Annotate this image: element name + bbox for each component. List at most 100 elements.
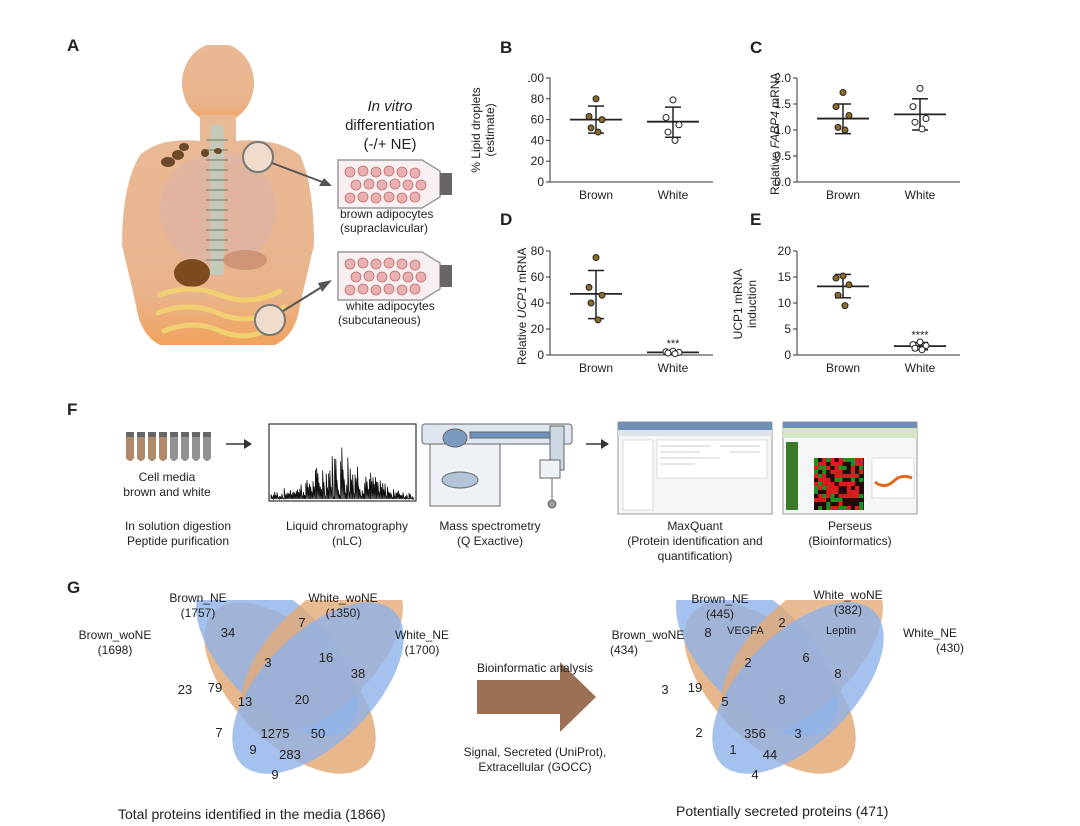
y-tick-label: 20: [531, 322, 545, 336]
heatmap-cell: [826, 478, 831, 482]
chart-c-ylabel: Relative FABP4 mRNA: [768, 73, 782, 195]
data-point: [598, 116, 606, 124]
y-tick-label: 40: [531, 296, 545, 310]
maxquant-screenshot: [617, 421, 773, 515]
data-point: [845, 111, 853, 119]
heatmap-cell: [822, 474, 827, 478]
venn-left-region-count: 9: [271, 767, 278, 782]
chart-c-ylabel-gene: FABP4: [768, 111, 782, 149]
heatmap-cell: [822, 498, 827, 502]
heatmap-cell: [834, 474, 839, 478]
venn-left-region-count: 23: [178, 682, 192, 697]
differentiation-text: differentiation: [345, 117, 435, 134]
heatmap-cell: [814, 462, 819, 466]
right-venn-caption: Potentially secreted proteins (471): [676, 803, 889, 819]
heatmap-cell: [859, 466, 864, 470]
digestion-line1: In solution digestion: [124, 519, 232, 533]
right-white-ne-name: White_NE: [902, 626, 958, 640]
data-point: [834, 123, 842, 131]
venn-right-region-count: 5: [721, 694, 728, 709]
heatmap-cell: [826, 502, 831, 506]
heatmap-cell: [842, 490, 847, 494]
left-brown-wone-label: Brown_woNE (1698): [75, 628, 155, 658]
chart-b-lipid-droplets: 020406080100BrownWhite: [528, 71, 713, 202]
heatmap-cell: [818, 498, 823, 502]
heatmap-cell: [814, 494, 819, 498]
heatmap-cell: [818, 494, 823, 498]
data-point: [832, 103, 840, 111]
heatmap-cell: [855, 466, 860, 470]
tube-cap: [170, 432, 178, 437]
data-point: [839, 272, 847, 280]
heatmap-cell: [842, 498, 847, 502]
heatmap-cell: [846, 470, 851, 474]
y-tick-label: 0.5: [775, 149, 791, 163]
y-tick-label: 0.0: [775, 175, 791, 189]
chart-d-ylabel-post: mRNA: [515, 247, 529, 287]
heatmap-cell: [830, 490, 835, 494]
heatmap-cell: [846, 458, 851, 462]
venn-left-region-count: 7: [298, 615, 305, 630]
heatmap-cell: [842, 458, 847, 462]
heatmap-cell: [822, 494, 827, 498]
heatmap-cell: [830, 478, 835, 482]
heatmap-cell: [822, 470, 827, 474]
heatmap-cell: [818, 486, 823, 490]
x-tick-label: Brown: [826, 188, 860, 202]
workflow-arrow-1: [226, 439, 252, 449]
heatmap-cell: [855, 458, 860, 462]
tube-cap: [203, 432, 211, 437]
bioinformatic-analysis-arrow: [477, 662, 596, 732]
right-brown-wone-count: (434): [610, 643, 639, 657]
chart-e-ylabel-line1: UCP1 mRNA: [731, 268, 745, 340]
y-tick-label: 0: [537, 175, 544, 189]
data-point: [585, 112, 593, 120]
heatmap-cell: [850, 462, 855, 466]
panel-label-f: F: [67, 400, 78, 419]
heatmap-cell: [855, 498, 860, 502]
chromatogram-trace: [270, 447, 415, 501]
venn-left-region-count: 34: [221, 625, 235, 640]
perseus-screenshot: [782, 421, 918, 515]
digestion-label: In solution digestion Peptide purificati…: [108, 519, 248, 549]
heatmap-cell: [830, 498, 835, 502]
ms-line1: Mass spectrometry: [439, 519, 541, 533]
heatmap-cell: [838, 478, 843, 482]
tube-cap: [181, 432, 189, 437]
data-point: [587, 124, 595, 132]
data-point: [911, 118, 919, 126]
workflow-arrow-2: [586, 439, 609, 449]
heatmap-cell: [859, 478, 864, 482]
heatmap-cell: [846, 466, 851, 470]
heatmap-cell: [822, 466, 827, 470]
right-white-wone-count: (382): [833, 603, 862, 617]
heatmap-cell: [850, 478, 855, 482]
heatmap-cell: [838, 490, 843, 494]
maxquant-line1: MaxQuant: [667, 519, 723, 533]
heatmap-cell: [855, 478, 860, 482]
heatmap-cell: [814, 474, 819, 478]
workflow-graphics: [126, 421, 918, 515]
data-point: [909, 103, 917, 111]
heatmap-cell: [814, 506, 819, 510]
data-point: [922, 342, 930, 350]
panel-label-c: C: [750, 38, 763, 57]
heatmap-cell: [826, 506, 831, 510]
ms-label: Mass spectrometry (Q Exactive): [420, 519, 560, 549]
right-white-ne-label: White_NE (430): [890, 626, 970, 656]
heatmap-cell: [846, 462, 851, 466]
heatmap-cell: [834, 466, 839, 470]
left-white-wone-label: White_woNE (1350): [298, 591, 388, 621]
venn-left-region-count: 9: [249, 742, 256, 757]
heatmap-cell: [842, 466, 847, 470]
venn-right-region-count: 2: [744, 655, 751, 670]
heatmap-cell: [850, 494, 855, 498]
heatmap-cell: [855, 470, 860, 474]
venn-right-region-count: 1: [729, 742, 736, 757]
brown-adipocytes-line1: brown adipocytes: [340, 207, 434, 221]
heatmap-cell: [822, 486, 827, 490]
heatmap-cell: [822, 458, 827, 462]
in-vitro-text: In vitro: [367, 98, 413, 115]
